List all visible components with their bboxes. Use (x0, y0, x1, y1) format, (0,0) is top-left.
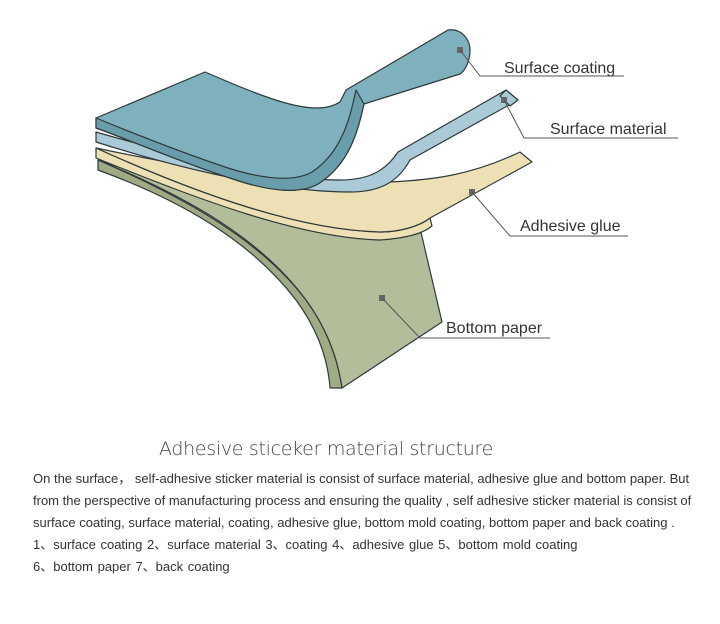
description-block: On the surface， self-adhesive sticker ma… (33, 468, 703, 578)
leader-line (503, 99, 678, 139)
callout-surface-material: Surface material (501, 97, 678, 139)
diagram-title: Adhesive sticeker material structure (158, 438, 493, 460)
callout-bottom-paper: Bottom paper (379, 295, 550, 339)
layer-list-line-2: 6、bottom paper 7、back coating (33, 559, 230, 574)
surface-coating-layer (95, 29, 471, 191)
callout-label-adhesive-glue: Adhesive glue (520, 218, 621, 235)
callout-adhesive-glue: Adhesive glue (469, 189, 628, 237)
callout-label-surface-material: Surface material (550, 121, 667, 138)
callout-label-bottom-paper: Bottom paper (446, 320, 543, 337)
leader-line (381, 297, 550, 339)
bottom-paper-edge (97, 159, 343, 389)
leader-line (471, 191, 628, 237)
surface-coating-side (95, 89, 365, 191)
description-paragraph: On the surface， self-adhesive sticker ma… (33, 471, 692, 530)
callout-label-surface-coating: Surface coating (504, 60, 615, 77)
layer-structure-diagram: Surface coating Surface material Adhesiv… (95, 29, 678, 389)
leader-line (459, 49, 624, 77)
surface-material-edge (499, 89, 519, 107)
callout-surface-coating: Surface coating (457, 47, 624, 77)
layer-list-line-1: 1、surface coating 2、surface material 3、c… (33, 537, 578, 552)
